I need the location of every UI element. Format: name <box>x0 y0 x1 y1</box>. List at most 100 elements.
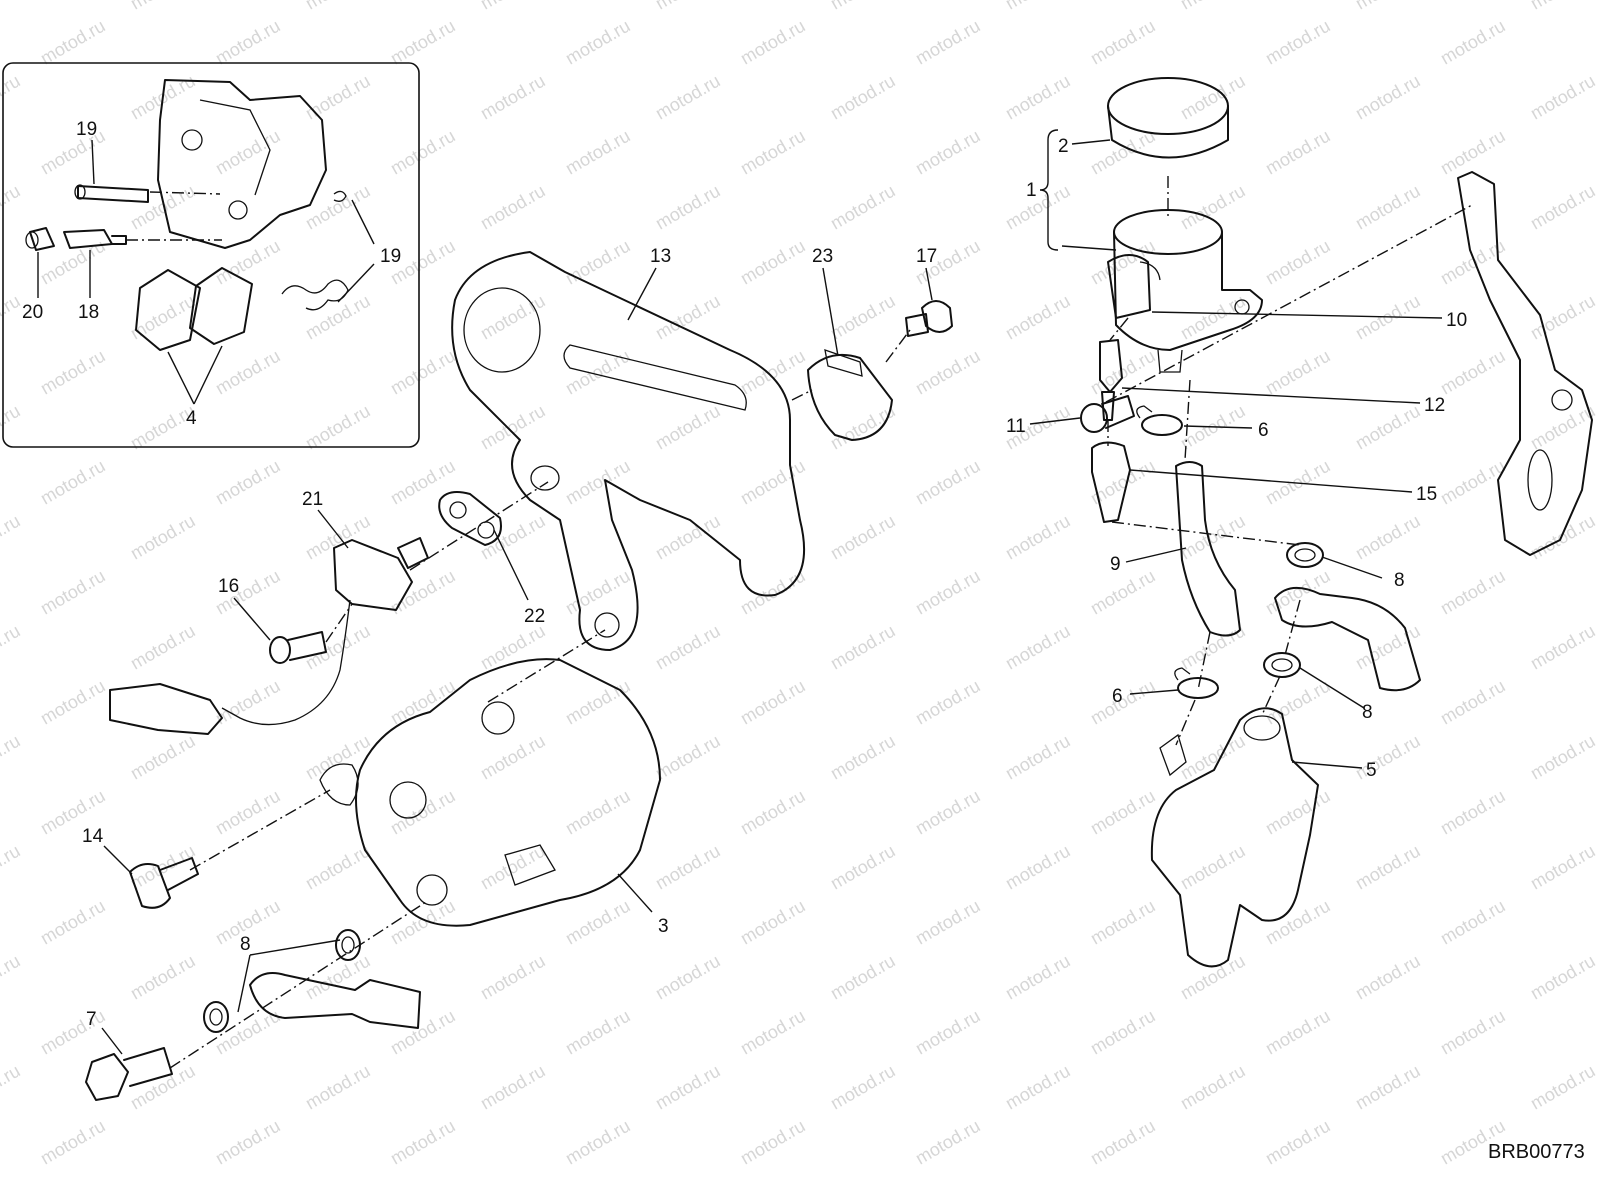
watermark: motod.ru <box>37 566 109 619</box>
watermark: motod.ru <box>1352 511 1424 564</box>
callout-19-clip: 19 <box>380 246 401 267</box>
watermark: motod.ru <box>477 0 549 13</box>
watermark: motod.ru <box>387 676 459 729</box>
watermark: motod.ru <box>477 1061 549 1114</box>
watermark: motod.ru <box>212 346 284 399</box>
screw-16 <box>269 631 327 664</box>
watermark: motod.ru <box>302 291 374 344</box>
watermark: motod.ru <box>37 346 109 399</box>
callout-10: 10 <box>1446 310 1467 331</box>
watermark: motod.ru <box>37 456 109 509</box>
callout-5: 5 <box>1366 760 1377 781</box>
watermark: motod.ru <box>1262 16 1334 69</box>
watermark: motod.ru <box>302 181 374 234</box>
watermark: motod.ru <box>212 16 284 69</box>
watermark: motod.ru <box>827 291 899 344</box>
bolt-15 <box>1091 441 1131 523</box>
watermark: motod.ru <box>37 236 109 289</box>
watermark-layer: motod.ru motod.ru motod.ru motod.ru motod.ru… <box>0 0 1599 1168</box>
watermark: motod.ru <box>1527 511 1599 564</box>
watermark: motod.ru <box>1262 896 1334 949</box>
callout-9: 9 <box>1110 554 1121 575</box>
watermark: motod.ru <box>302 511 374 564</box>
watermark: motod.ru <box>737 896 809 949</box>
watermark: motod.ru <box>1352 0 1424 13</box>
watermark: motod.ru <box>1262 676 1334 729</box>
watermark: motod.ru <box>652 951 724 1004</box>
watermark: motod.ru <box>737 126 809 179</box>
watermark: motod.ru <box>477 71 549 124</box>
watermark: motod.ru <box>302 841 374 894</box>
banjo-bolt-7 <box>85 1047 173 1101</box>
watermark: motod.ru <box>912 346 984 399</box>
watermark: motod.ru <box>1002 731 1074 784</box>
watermark: motod.ru <box>127 621 199 674</box>
sensor-21 <box>221 537 429 726</box>
watermark: motod.ru <box>1002 1061 1074 1114</box>
watermark: motod.ru <box>1002 511 1074 564</box>
watermark: motod.ru <box>562 1116 634 1169</box>
watermark: motod.ru <box>562 126 634 179</box>
watermark: motod.ru <box>1177 841 1249 894</box>
callout-6-upper: 6 <box>1258 420 1269 441</box>
inset-clip-19 <box>281 190 349 311</box>
callout-7: 7 <box>86 1009 97 1030</box>
callout-1: 1 <box>1026 180 1037 201</box>
watermark: motod.ru <box>912 896 984 949</box>
watermark: motod.ru <box>652 841 724 894</box>
watermark: motod.ru <box>1087 1006 1159 1059</box>
callout-21: 21 <box>302 489 323 510</box>
watermark: motod.ru <box>827 401 899 454</box>
watermark: motod.ru <box>1352 951 1424 1004</box>
watermark: motod.ru <box>1527 0 1599 13</box>
watermark: motod.ru <box>827 621 899 674</box>
watermark: motod.ru <box>0 0 24 13</box>
watermark: motod.ru <box>0 951 24 1004</box>
watermark: motod.ru <box>212 1006 284 1059</box>
watermark: motod.ru <box>1527 731 1599 784</box>
watermark: motod.ru <box>302 401 374 454</box>
watermark: motod.ru <box>1087 346 1159 399</box>
watermark: motod.ru <box>827 841 899 894</box>
watermark: motod.ru <box>1437 16 1509 69</box>
callout-23: 23 <box>812 246 833 267</box>
watermark: motod.ru <box>387 786 459 839</box>
watermark: motod.ru <box>652 401 724 454</box>
hose-9 <box>1175 461 1241 637</box>
caliper-3 <box>319 658 661 927</box>
callout-15: 15 <box>1416 484 1437 505</box>
watermark: motod.ru <box>387 896 459 949</box>
watermark: motod.ru <box>562 896 634 949</box>
grommet-23 <box>807 349 893 441</box>
callout-2: 2 <box>1058 136 1069 157</box>
callout-8-middle: 8 <box>1362 702 1373 723</box>
watermark: motod.ru <box>1177 951 1249 1004</box>
watermark: motod.ru <box>477 731 549 784</box>
callout-12: 12 <box>1424 395 1445 416</box>
watermark: motod.ru <box>37 676 109 729</box>
watermark: motod.ru <box>562 236 634 289</box>
watermark: motod.ru <box>652 731 724 784</box>
assembly-lines <box>126 176 1473 1069</box>
watermark: motod.ru <box>387 16 459 69</box>
watermark: motod.ru <box>827 71 899 124</box>
watermark: motod.ru <box>37 16 109 69</box>
watermark: motod.ru <box>1262 126 1334 179</box>
watermark: motod.ru <box>1437 126 1509 179</box>
callout-11: 11 <box>1006 416 1026 437</box>
watermark: motod.ru <box>302 71 374 124</box>
callout-16: 16 <box>218 576 239 597</box>
watermark: motod.ru <box>1002 71 1074 124</box>
watermark: motod.ru <box>827 1061 899 1114</box>
watermark: motod.ru <box>477 621 549 674</box>
watermark: motod.ru <box>37 1006 109 1059</box>
watermark: motod.ru <box>212 126 284 179</box>
callout-6-lower: 6 <box>1112 686 1123 707</box>
watermark: motod.ru <box>912 16 984 69</box>
watermark: motod.ru <box>737 16 809 69</box>
watermark: motod.ru <box>477 181 549 234</box>
clamp-6 <box>1136 405 1219 699</box>
watermark: motod.ru <box>652 71 724 124</box>
watermark: motod.ru <box>1352 731 1424 784</box>
